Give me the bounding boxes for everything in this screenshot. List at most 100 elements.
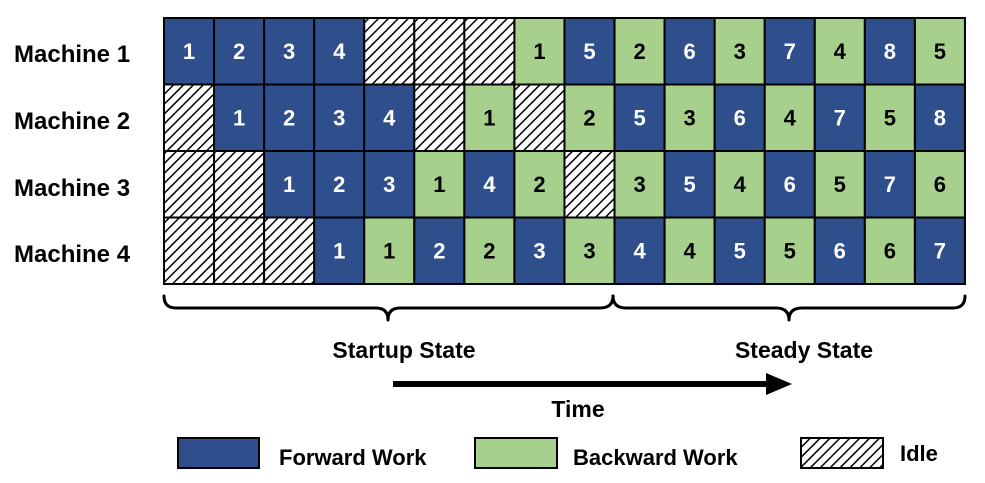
row-label-machine-3: Machine 3: [14, 175, 130, 202]
microbatch-number: 5: [834, 172, 846, 197]
cell-machine-3-slot-7: 4: [463, 150, 516, 219]
forward-work-block: [163, 17, 216, 86]
forward-work-block: [413, 216, 466, 285]
cell-machine-2-slot-8: [513, 83, 566, 152]
microbatch-number: 4: [834, 39, 847, 64]
cell-machine-3-slot-5: 3: [363, 150, 416, 219]
microbatch-number: 1: [383, 238, 395, 263]
backward-work-block: [363, 216, 416, 285]
idle-block: [263, 216, 316, 285]
idle-block: [513, 83, 566, 152]
cell-machine-2-slot-5: 4: [363, 83, 416, 152]
cell-machine-3-slot-1: [163, 150, 216, 219]
microbatch-number: 4: [333, 39, 346, 64]
cell-machine-4-slot-5: 1: [363, 216, 416, 285]
forward-work-block: [713, 83, 766, 152]
time-label: Time: [551, 396, 604, 422]
cell-machine-2-slot-3: 2: [263, 83, 316, 152]
forward-work-block: [213, 83, 266, 152]
backward-work-block: [913, 150, 966, 219]
microbatch-number: 5: [784, 238, 796, 263]
cell-machine-4-slot-2: [213, 216, 266, 285]
cell-machine-3-slot-14: 5: [813, 150, 866, 219]
microbatch-number: 2: [483, 238, 495, 263]
microbatch-number: 3: [333, 105, 345, 130]
microbatch-number: 1: [233, 105, 245, 130]
cell-machine-1-slot-15: 8: [863, 17, 916, 86]
steady-state-label: Steady State: [735, 337, 873, 363]
cell-machine-3-slot-11: 5: [663, 150, 716, 219]
backward-work-block: [763, 216, 816, 285]
microbatch-number: 3: [734, 39, 746, 64]
microbatch-number: 5: [633, 105, 645, 130]
microbatch-number: 4: [383, 105, 396, 130]
microbatch-number: 5: [684, 172, 696, 197]
cell-machine-3-slot-16: 6: [913, 150, 966, 219]
cell-machine-1-slot-2: 2: [213, 17, 266, 86]
cell-machine-1-slot-13: 7: [763, 17, 816, 86]
steady-brace: [611, 294, 967, 322]
cell-machine-1-slot-14: 4: [813, 17, 866, 86]
row-label-machine-4: Machine 4: [14, 241, 131, 268]
idle-block: [363, 17, 416, 86]
cell-machine-2-slot-4: 3: [313, 83, 366, 152]
cell-machine-4-slot-8: 3: [513, 216, 566, 285]
microbatch-number: 2: [333, 172, 345, 197]
microbatch-number: 7: [934, 238, 946, 263]
cell-machine-2-slot-13: 4: [763, 83, 816, 152]
forward-work-block: [663, 17, 716, 86]
cell-machine-4-slot-6: 2: [413, 216, 466, 285]
backward-work-block: [813, 150, 866, 219]
microbatch-number: 5: [884, 105, 896, 130]
cell-machine-4-slot-16: 7: [913, 216, 966, 285]
forward-work-block: [613, 216, 666, 285]
microbatch-number: 4: [734, 172, 747, 197]
cell-machine-4-slot-4: 1: [313, 216, 366, 285]
timeline-brace: [162, 294, 967, 322]
cell-machine-2-slot-6: [413, 83, 466, 152]
microbatch-number: 7: [884, 172, 896, 197]
microbatch-number: 2: [283, 105, 295, 130]
microbatch-number: 1: [333, 238, 345, 263]
time-arrow-icon: [393, 373, 792, 395]
forward-work-block: [763, 17, 816, 86]
microbatch-number: 3: [283, 39, 295, 64]
microbatch-number: 1: [533, 39, 545, 64]
microbatch-number: 5: [934, 39, 946, 64]
cell-machine-1-slot-10: 2: [613, 17, 666, 86]
forward-work-block: [813, 216, 866, 285]
cell-machine-1-slot-1: 1: [163, 17, 216, 86]
row-labels: Machine 1 Machine 2 Machine 3 Machine 4: [14, 41, 131, 268]
microbatch-number: 6: [934, 172, 946, 197]
microbatch-number: 2: [633, 39, 645, 64]
cell-machine-3-slot-4: 2: [313, 150, 366, 219]
cell-machine-1-slot-8: 1: [513, 17, 566, 86]
legend-backward-swatch: [474, 437, 558, 469]
legend-idle-swatch: [800, 437, 884, 469]
forward-work-block: [913, 83, 966, 152]
microbatch-number: 4: [483, 172, 496, 197]
forward-work-block: [263, 150, 316, 219]
legend-forward-swatch: [177, 437, 260, 469]
forward-work-block: [713, 216, 766, 285]
cell-machine-2-slot-15: 5: [863, 83, 916, 152]
cell-machine-4-slot-12: 5: [713, 216, 766, 285]
microbatch-number: 6: [834, 238, 846, 263]
idle-block: [463, 17, 516, 86]
cell-machine-1-slot-6: [413, 17, 466, 86]
microbatch-number: 3: [684, 105, 696, 130]
cell-machine-3-slot-2: [213, 150, 266, 219]
microbatch-number: 2: [433, 238, 445, 263]
microbatch-number: 3: [583, 238, 595, 263]
microbatch-number: 6: [684, 39, 696, 64]
forward-work-block: [363, 83, 416, 152]
cell-machine-2-slot-7: 1: [463, 83, 516, 152]
microbatch-number: 8: [884, 39, 896, 64]
microbatch-number: 4: [684, 238, 697, 263]
cell-machine-3-slot-3: 1: [263, 150, 316, 219]
legend: Forward Work Backward Work Idle: [177, 437, 938, 470]
cell-machine-3-slot-15: 7: [863, 150, 916, 219]
backward-work-block: [663, 216, 716, 285]
cell-machine-4-slot-7: 2: [463, 216, 516, 285]
forward-work-block: [313, 216, 366, 285]
